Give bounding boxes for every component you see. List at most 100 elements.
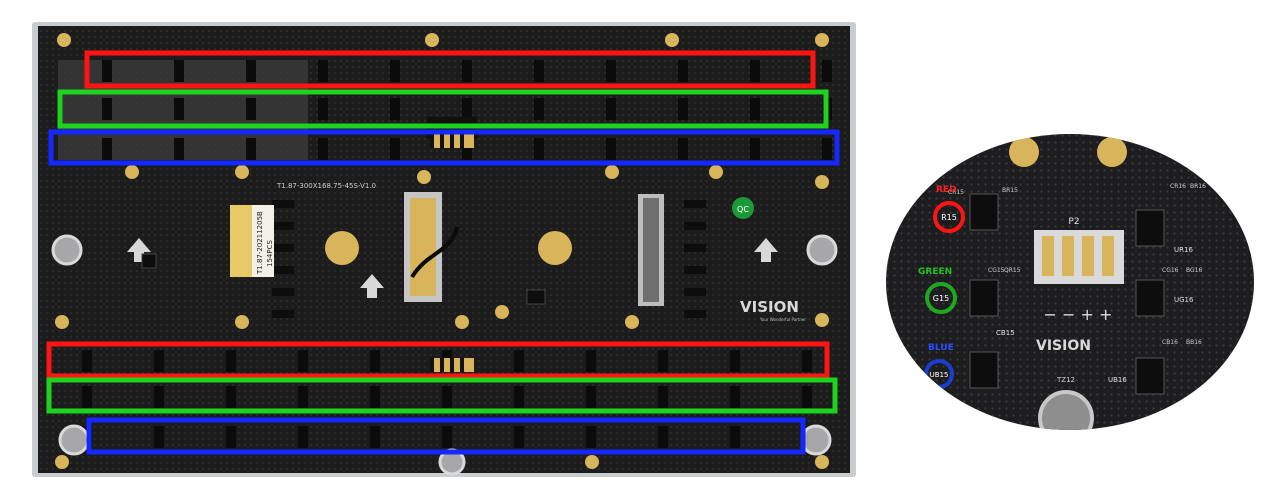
label-red: RED xyxy=(936,185,957,195)
driver-ic xyxy=(272,244,294,252)
driver-ic xyxy=(246,138,256,160)
driver-ic xyxy=(298,350,308,372)
gold-pad xyxy=(1009,137,1039,167)
driver-ic xyxy=(678,138,688,160)
driver-ic xyxy=(802,350,812,372)
part-ub15: UB15 xyxy=(930,371,949,379)
led-module-board: T1.87-20211205B 154PCS QC T1.87-300X168.… xyxy=(32,22,856,477)
driver-ic xyxy=(606,98,616,120)
brand-logo: VISION xyxy=(740,298,799,316)
solder-pad xyxy=(815,455,829,469)
driver-ic xyxy=(226,426,236,448)
driver-ic xyxy=(390,60,400,82)
driver-ic xyxy=(534,60,544,82)
driver-ic-columns-middle xyxy=(272,200,706,318)
up-arrow-icon xyxy=(754,238,778,262)
driver-ic xyxy=(102,98,112,120)
driver-ic xyxy=(534,98,544,120)
driver-ic xyxy=(272,266,294,274)
solder-pad xyxy=(55,315,69,329)
driver-ic xyxy=(370,426,380,448)
silk-label: BG16 xyxy=(1186,267,1202,274)
zoom-inset: P2 − − + + VISION TZ12 CR15 BR15 CB15 QR… xyxy=(886,134,1254,430)
solder-pad xyxy=(815,33,829,47)
magnet-pad-left xyxy=(325,231,359,265)
solder-pad xyxy=(55,455,69,469)
driver-ic xyxy=(272,310,294,318)
standoff-bottom-left xyxy=(58,424,90,456)
circle-green-g15 xyxy=(925,282,957,314)
solder-pad xyxy=(625,315,639,329)
silk-label: CR16 xyxy=(1170,183,1186,190)
silk-label: UB16 xyxy=(1108,376,1127,384)
highlight-red-row-top xyxy=(84,50,816,89)
driver-ic xyxy=(1135,209,1165,247)
driver-ic xyxy=(969,351,999,389)
driver-ic xyxy=(658,426,668,448)
solder-pad xyxy=(455,315,469,329)
silk-label: BR15 xyxy=(1002,187,1018,194)
driver-ic xyxy=(1135,279,1165,317)
solder-pad xyxy=(125,165,139,179)
driver-ic xyxy=(102,60,112,82)
solder-pad xyxy=(425,33,439,47)
driver-ic xyxy=(684,200,706,208)
gold-pad xyxy=(1097,137,1127,167)
label-blue: BLUE xyxy=(928,343,954,353)
driver-ic xyxy=(822,138,832,160)
driver-ic xyxy=(82,350,92,372)
highlight-green-row-top xyxy=(57,89,829,129)
solder-pad xyxy=(235,165,249,179)
driver-ic xyxy=(684,310,706,318)
solder-pad xyxy=(235,315,249,329)
driver-ic-rows-top xyxy=(102,60,832,160)
driver-ic xyxy=(514,426,524,448)
circle-red-r15 xyxy=(933,201,965,233)
driver-ic xyxy=(154,350,164,372)
silk-label: CB15 xyxy=(996,329,1015,337)
p2-label: P2 xyxy=(1068,217,1079,227)
silk-label: CG16 xyxy=(1162,267,1179,274)
qc-badge-text: QC xyxy=(737,205,749,214)
sticker-text-1: T1.87-20211205B xyxy=(256,211,264,275)
driver-ic xyxy=(802,386,812,408)
solder-pad xyxy=(605,165,619,179)
driver-ic xyxy=(154,386,164,408)
driver-ic xyxy=(514,386,524,408)
ribbon-wire xyxy=(410,226,459,279)
driver-ic xyxy=(684,288,706,296)
driver-ic xyxy=(730,350,740,372)
driver-ic-rows-bottom xyxy=(82,350,812,448)
driver-ic xyxy=(678,60,688,82)
driver-ic xyxy=(606,138,616,160)
driver-ic xyxy=(658,386,668,408)
driver-ic xyxy=(298,386,308,408)
highlight-red-row-bottom xyxy=(46,341,830,379)
driver-ic xyxy=(272,288,294,296)
driver-ic xyxy=(822,60,832,82)
part-r15: R15 xyxy=(941,213,957,222)
brand-tagline: Your Wonderful Partner xyxy=(759,317,806,322)
driver-ic xyxy=(246,98,256,120)
driver-ic xyxy=(272,200,294,208)
driver-ic xyxy=(318,98,328,120)
driver-ic xyxy=(534,138,544,160)
driver-ic xyxy=(462,98,472,120)
driver-ic xyxy=(82,386,92,408)
driver-ic xyxy=(684,222,706,230)
up-arrow-icon xyxy=(360,274,384,298)
polarity-marks: − − + + xyxy=(1044,305,1113,324)
tz12-standoff xyxy=(1038,390,1094,430)
driver-ic xyxy=(226,350,236,372)
sticker-text-2: 154PCS xyxy=(266,240,274,267)
solder-pad xyxy=(709,165,723,179)
driver-ic xyxy=(174,60,184,82)
driver-ic xyxy=(678,98,688,120)
driver-ic xyxy=(514,350,524,372)
driver-ic xyxy=(226,386,236,408)
driver-ic xyxy=(969,279,999,317)
driver-ic xyxy=(154,426,164,448)
solder-pad xyxy=(57,33,71,47)
driver-ic xyxy=(272,222,294,230)
qc-sticker xyxy=(230,205,252,277)
